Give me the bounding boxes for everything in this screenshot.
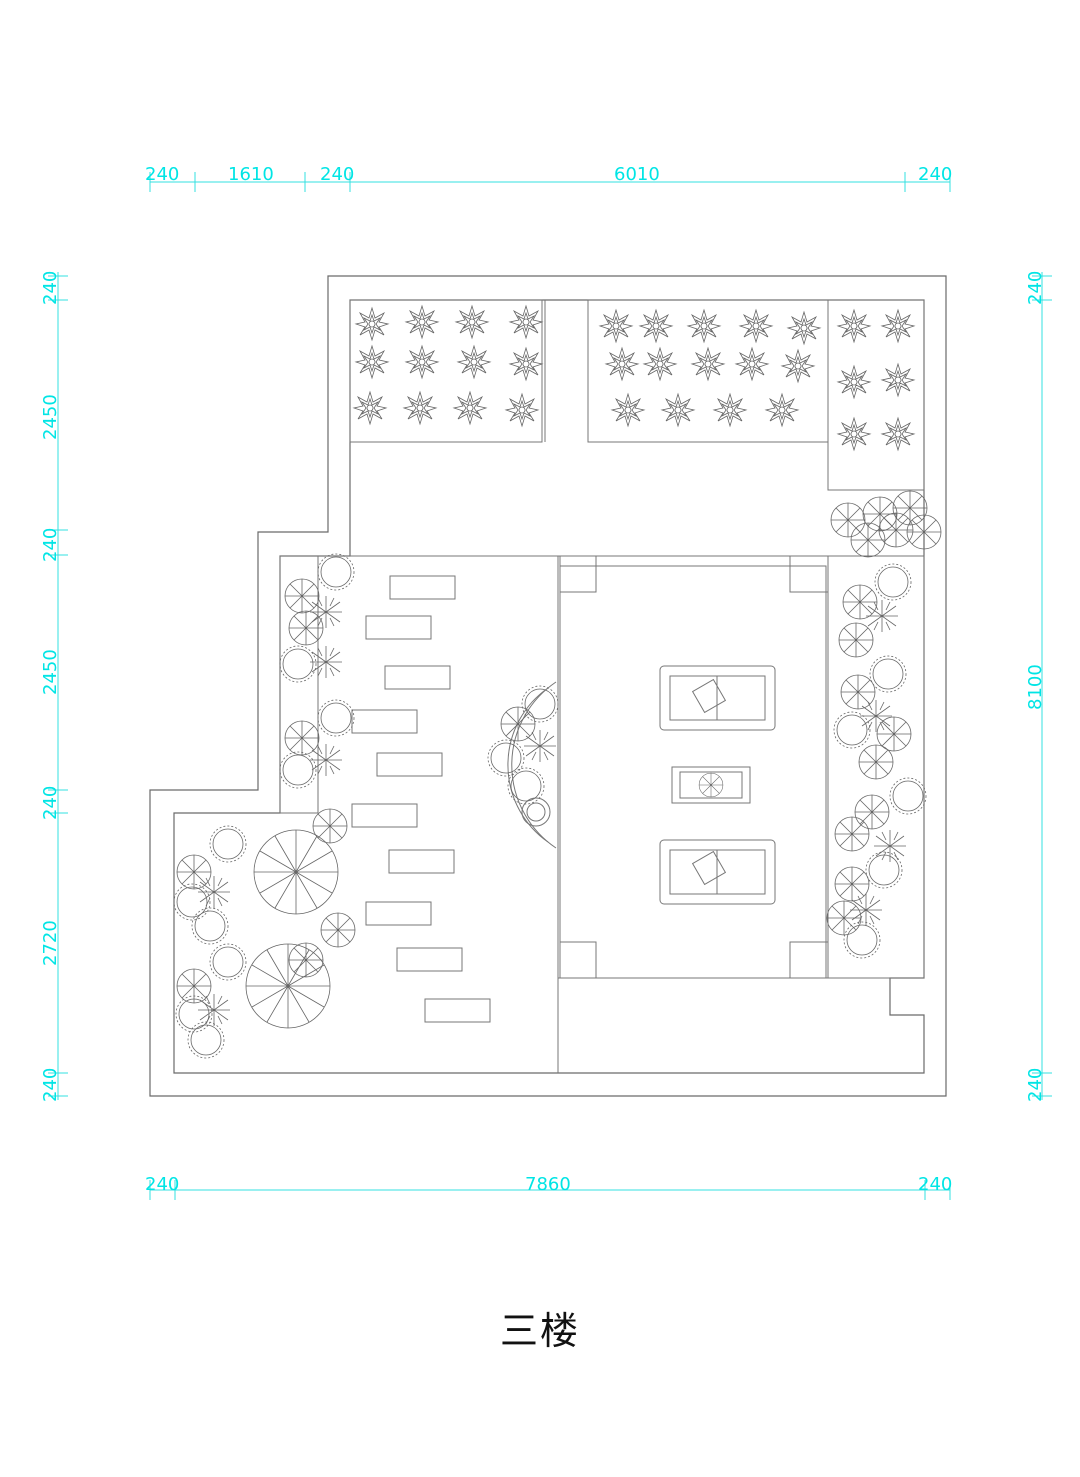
dim-right-1: 240 [1025, 271, 1046, 305]
dim-top-4: 6010 [614, 164, 660, 185]
interior-linework [279, 299, 925, 1073]
bottom-dimension-chain: 240 7860 240 [145, 1174, 952, 1200]
dim-left-5: 240 [40, 786, 61, 820]
dim-left-3: 240 [40, 528, 61, 562]
dim-left-2: 2450 [40, 394, 61, 440]
exterior-walls [149, 275, 947, 1097]
dim-right-2: 8100 [1025, 664, 1046, 710]
top-dimension-chain: 240 1610 240 6010 240 [145, 164, 952, 192]
tree-cluster-lower-left [173, 825, 356, 1059]
dim-top-1: 240 [145, 164, 179, 185]
sofa-bottom [659, 839, 776, 905]
dim-top-5: 240 [918, 164, 952, 185]
floor-title: 三楼 [499, 1309, 580, 1353]
left-dimension-chain: 240 2450 240 2450 240 2720 240 [40, 271, 68, 1102]
dim-left-7: 240 [40, 1068, 61, 1102]
dim-top-2: 1610 [228, 164, 274, 185]
dim-left-4: 2450 [40, 649, 61, 695]
dim-bottom-2: 7860 [525, 1174, 571, 1195]
shrub-bed-top-center [599, 309, 821, 427]
dim-bottom-3: 240 [918, 1174, 952, 1195]
dim-right-3: 240 [1025, 1068, 1046, 1102]
dim-left-1: 240 [40, 271, 61, 305]
shrub-bed-top-right [837, 309, 915, 451]
right-dimension-chain: 240 8100 240 [1025, 271, 1052, 1102]
dim-bottom-1: 240 [145, 1174, 179, 1195]
dim-top-3: 240 [320, 164, 354, 185]
sofa-top [659, 665, 776, 731]
planting-strip-left [279, 553, 355, 844]
shrub-bed-top-left [353, 305, 543, 427]
tree-cluster-center [487, 685, 559, 805]
planting-strip-right [826, 563, 927, 959]
coffee-table [671, 766, 751, 804]
dim-left-6: 2720 [40, 920, 61, 966]
stepping-stones [351, 575, 491, 1023]
